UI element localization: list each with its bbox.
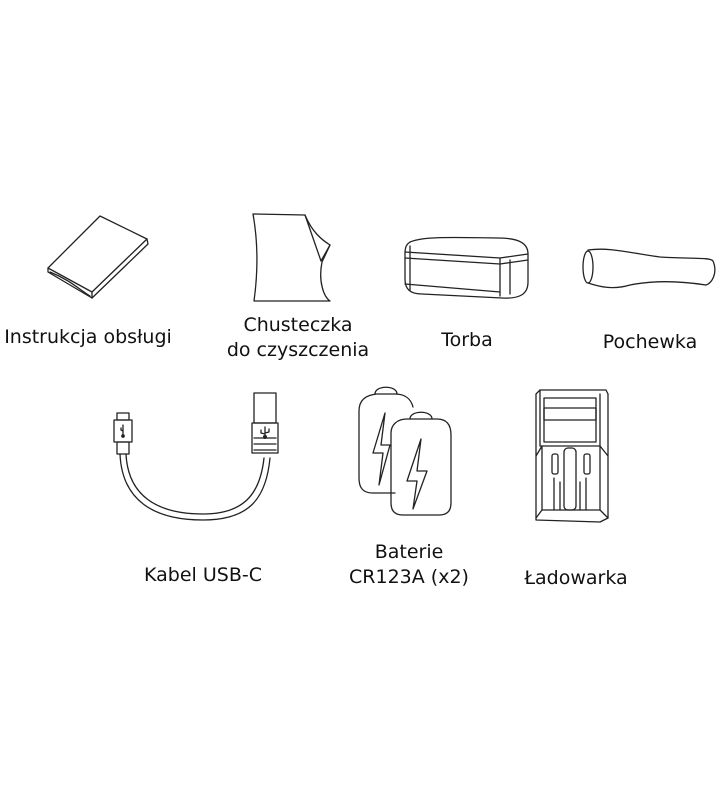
item-label-manual: Instrukcja obsługi (4, 326, 172, 348)
charger-icon (528, 386, 614, 530)
label-line: Baterie (374, 541, 444, 563)
item-label-bag: Torba (441, 329, 493, 351)
item-label-cloth: Chusteczka do czyszczenia (227, 313, 369, 363)
cloth-icon (250, 212, 340, 311)
manual-icon (40, 210, 155, 309)
label-line: Chusteczka (243, 314, 353, 336)
item-label-charger: Ładowarka (524, 567, 628, 589)
label-line: CR123A (x2) (349, 566, 469, 588)
batteries-icon (355, 383, 465, 523)
pouch-icon (580, 245, 720, 299)
bag-icon (402, 234, 532, 306)
item-label-usb-cable: Kabel USB-C (144, 564, 262, 586)
usb-cable-icon (108, 390, 288, 534)
item-label-pouch: Pochewka (602, 331, 698, 353)
label-line: do czyszczenia (226, 339, 370, 361)
